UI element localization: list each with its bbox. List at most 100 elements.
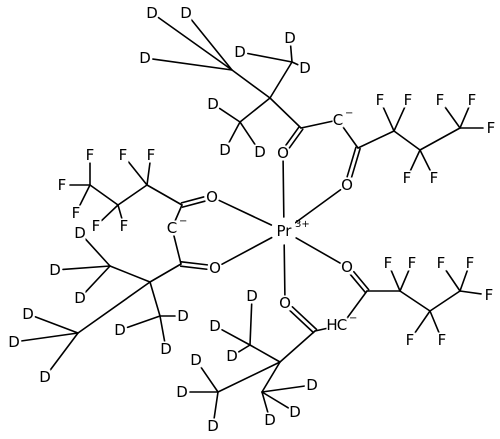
single-bond: [261, 391, 269, 414]
single-bond: [357, 130, 395, 149]
single-bond: [62, 265, 111, 271]
label-backdrop: [326, 317, 338, 333]
double-bond-line: [288, 128, 304, 149]
label-backdrop: [382, 255, 394, 271]
label-backdrop: [74, 290, 86, 306]
deuterium-atom-label: D: [226, 347, 238, 365]
label-backdrop: [254, 144, 266, 160]
fluorine-atom-label: F: [468, 91, 477, 109]
single-bond: [149, 263, 182, 283]
single-bond: [159, 315, 166, 342]
single-bond: [221, 236, 273, 266]
deuterium-atom-label: D: [114, 321, 126, 339]
deuterium-atom-label: D: [190, 351, 202, 369]
fluorine-atom-label: F: [437, 254, 446, 272]
deuterium-atom-label: D: [246, 287, 258, 305]
single-bond: [413, 310, 431, 335]
double-bond-line: [288, 309, 315, 334]
single-bond: [231, 69, 271, 99]
double-bond-line: [353, 270, 370, 291]
label-backdrop: [160, 341, 172, 357]
single-bond: [294, 188, 342, 224]
label-backdrop: [404, 332, 416, 348]
label-backdrop: [401, 170, 413, 186]
label-backdrop: [306, 377, 318, 393]
single-bond: [146, 184, 183, 206]
carbanion-label: C: [333, 111, 343, 129]
deuterium-atom-label: D: [176, 383, 188, 401]
label-backdrop: [117, 147, 129, 163]
double-bond-line: [350, 147, 361, 179]
fluorine-atom-label: F: [436, 91, 445, 109]
single-bond: [247, 52, 293, 63]
deuterium-atom-label: D: [289, 403, 301, 421]
deuterium-atom-label: D: [146, 4, 158, 22]
single-bond: [84, 238, 111, 267]
deuterium-atom-label: D: [49, 261, 61, 279]
single-bond: [399, 269, 410, 292]
deuterium-atom-label: D: [177, 307, 189, 325]
double-bond-line: [179, 265, 208, 271]
single-bond: [291, 61, 299, 66]
label-backdrop: [139, 50, 151, 66]
single-bond: [295, 237, 341, 264]
label-backdrop: [434, 92, 446, 108]
label-backdrop: [209, 318, 221, 334]
single-bond: [393, 130, 421, 151]
single-bond: [459, 269, 469, 292]
single-bond: [190, 18, 233, 71]
single-bond: [429, 310, 440, 334]
label-backdrop: [299, 60, 311, 76]
label-backdrop: [289, 404, 301, 420]
label-backdrop: [273, 222, 295, 240]
fluorine-atom-label: F: [384, 254, 393, 272]
deuterium-atom-label: D: [8, 333, 20, 351]
fluorine-atom-label: F: [406, 331, 415, 349]
oxygen-atom-label: O: [277, 144, 289, 162]
label-backdrop: [84, 147, 96, 163]
deuterium-atom-label: D: [207, 95, 219, 113]
label-backdrop: [483, 287, 495, 303]
single-bond: [269, 61, 293, 99]
fluorine-atom-label: F: [147, 146, 156, 164]
single-bond: [238, 344, 251, 353]
label-backdrop: [49, 262, 61, 278]
bond-layer: [21, 16, 484, 419]
label-backdrop: [219, 142, 231, 158]
oxygen-atom-label: O: [209, 259, 221, 277]
carbanion-label: C: [167, 219, 177, 237]
double-bond-line: [346, 146, 357, 178]
label-backdrop: [435, 255, 447, 271]
label-backdrop: [464, 255, 476, 271]
label-backdrop: [90, 218, 102, 234]
label-backdrop: [70, 205, 82, 221]
single-bond: [34, 316, 79, 334]
label-backdrop: [406, 255, 418, 271]
fluorine-atom-label: F: [404, 91, 413, 109]
metal-center-label: Pr: [277, 222, 293, 240]
double-bond-line: [291, 306, 318, 331]
label-backdrop: [402, 92, 414, 108]
single-bond: [146, 162, 151, 186]
label-backdrop: [56, 177, 68, 193]
double-bond-line: [349, 273, 367, 294]
fluorine-atom-label: F: [466, 254, 475, 272]
fluorine-atom-label: F: [485, 286, 494, 304]
oxygen-atom-label: O: [279, 294, 291, 312]
label-backdrop: [39, 369, 51, 385]
deuterium-atom-label: D: [74, 224, 86, 242]
single-bond: [429, 290, 461, 312]
fluorine-atom-label: F: [58, 176, 67, 194]
double-bond-line: [181, 200, 206, 208]
oxygen-atom-label: O: [206, 188, 218, 206]
single-bond: [127, 160, 148, 186]
label-backdrop: [332, 112, 344, 128]
fluorine-atom-label: F: [487, 119, 496, 137]
fluorine-atom-label: F: [119, 146, 128, 164]
label-backdrop: [145, 147, 157, 163]
single-bond: [459, 106, 470, 129]
single-bond: [283, 244, 286, 296]
label-backdrop: [177, 308, 189, 324]
single-bond: [269, 97, 302, 129]
